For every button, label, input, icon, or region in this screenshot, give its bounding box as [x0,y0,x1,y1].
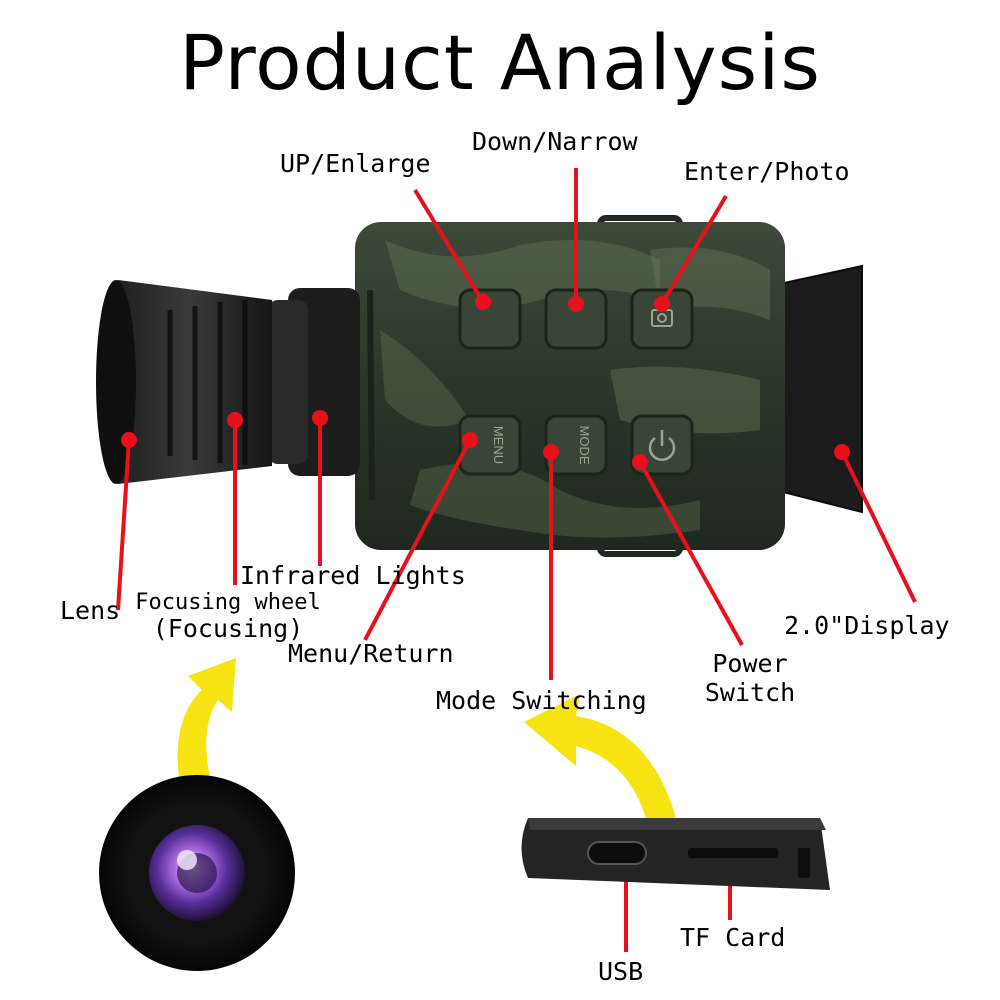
label-power-switch: Power Switch [690,649,810,708]
button-menu-return[interactable]: MENU [458,414,522,476]
arrow-to-ports-icon [524,694,676,826]
label-menu-return: Menu/Return [288,639,454,668]
power-icon [648,430,676,461]
label-power-line1: Power [712,649,788,678]
port-closeup [521,818,830,890]
lens-closeup [99,775,295,971]
label-focusing-wheel-line2: (Focusing) [152,614,304,644]
mode-button-label: MODE [577,426,592,465]
label-display: 2.0"Display [784,611,950,640]
menu-button-label: MENU [491,426,506,464]
label-lens: Lens [60,596,121,625]
button-up-enlarge[interactable] [458,288,522,350]
label-down-narrow: Down/Narrow [472,127,638,156]
night-vision-device: MENU MODE [96,215,863,557]
label-focusing-wheel-line1: Focusing wheel [135,590,321,615]
label-tf-card: TF Card [680,923,786,952]
tf-card-slot-icon [688,848,778,858]
label-focusing-wheel: Focusing wheel (Focusing) [118,590,338,644]
label-infrared-lights: Infrared Lights [240,561,466,590]
page-title: Product Analysis [179,18,821,107]
usb-port-icon [587,841,647,865]
label-usb: USB [598,957,644,986]
button-mode-switching[interactable]: MODE [544,414,608,476]
label-mode-switching: Mode Switching [436,686,647,715]
label-power-line2: Switch [704,677,796,707]
arrow-to-focusing-icon [177,658,236,786]
label-up-enlarge: UP/Enlarge [280,149,431,178]
label-enter-photo: Enter/Photo [684,157,850,186]
